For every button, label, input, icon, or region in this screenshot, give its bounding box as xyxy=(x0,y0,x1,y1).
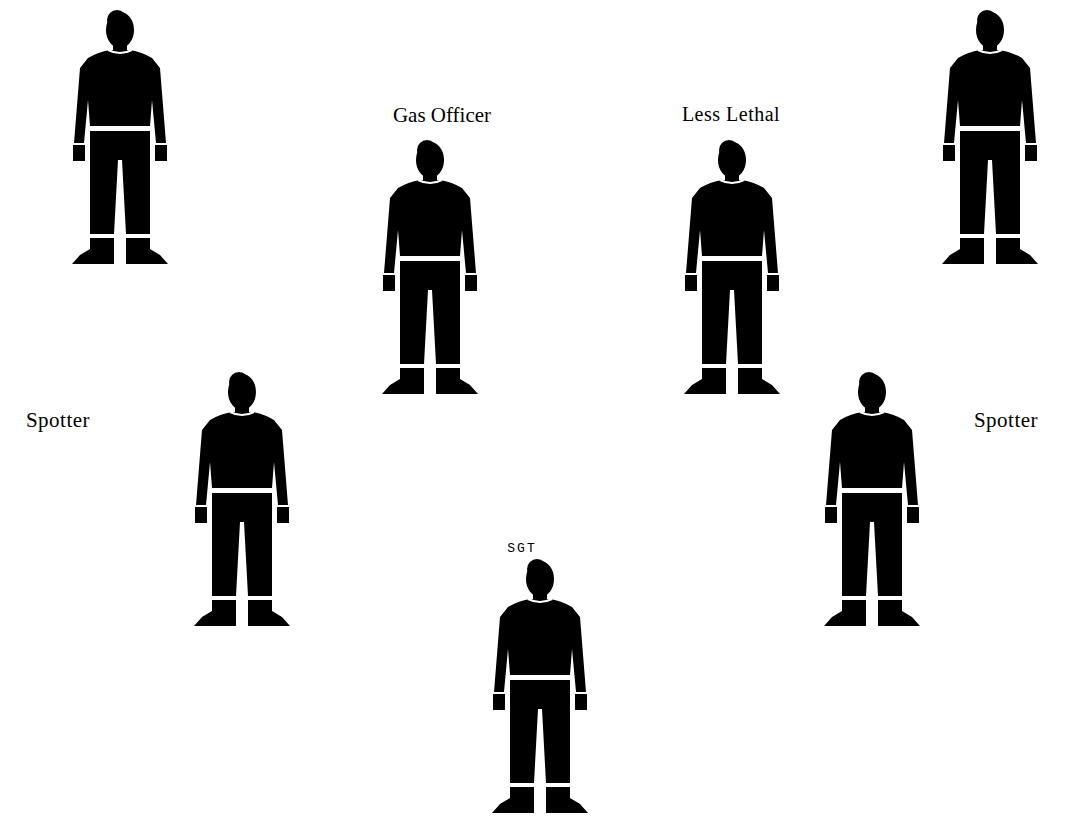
officer-silhouette xyxy=(942,10,1038,264)
figure-label: Less Lethal xyxy=(682,103,780,126)
officer-silhouette xyxy=(684,140,780,394)
officer-silhouette xyxy=(824,372,920,626)
figure-label: Gas Officer xyxy=(393,103,491,127)
officer-silhouette xyxy=(194,372,290,626)
figure-label: SGT xyxy=(507,542,536,557)
officer-silhouette xyxy=(492,559,588,813)
officer-silhouette xyxy=(72,10,168,264)
figure-label: Spotter xyxy=(26,408,90,432)
officer-silhouette xyxy=(382,140,478,394)
figure-label: Spotter xyxy=(974,408,1038,432)
